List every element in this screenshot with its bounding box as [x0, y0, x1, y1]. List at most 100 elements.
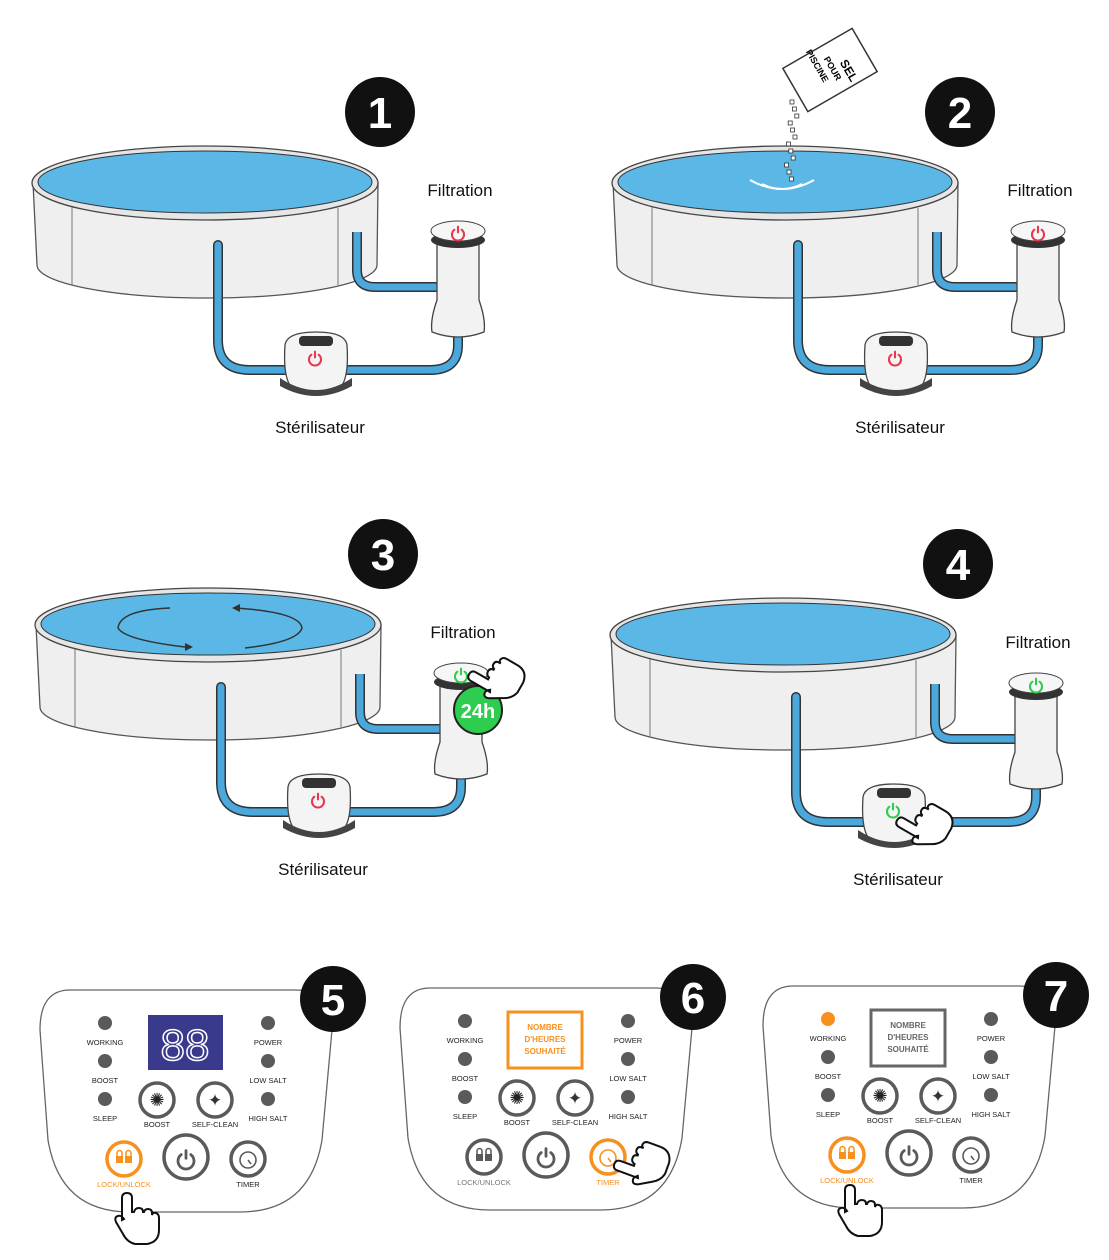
pointing-hand-icon — [114, 1191, 160, 1245]
timer-icon — [962, 1147, 980, 1165]
self-clean-button[interactable]: ✦ — [919, 1077, 957, 1115]
sterilizer-label: Stérilisateur — [275, 418, 365, 437]
boost-button[interactable]: ✺ — [138, 1081, 176, 1119]
low-salt-label: LOW SALT — [609, 1074, 647, 1083]
step-number: 5 — [321, 976, 345, 1025]
power-icon — [176, 1149, 196, 1171]
high-salt-led — [984, 1088, 998, 1102]
high-salt-label: HIGH SALT — [608, 1112, 647, 1121]
display-text: NOMBRE — [527, 1023, 563, 1032]
pool-water — [40, 592, 376, 656]
self-clean-button[interactable]: ✦ — [196, 1081, 234, 1119]
lock-icon — [485, 1154, 492, 1161]
salt-grain — [790, 127, 795, 133]
hose — [356, 674, 443, 733]
pool-water — [37, 150, 373, 214]
hose — [933, 232, 1020, 291]
fan-icon: ✺ — [509, 1088, 524, 1108]
pool-water — [615, 602, 951, 666]
step-number-badge: 5 — [300, 966, 366, 1032]
sterilizer — [280, 331, 352, 396]
power-icon — [536, 1147, 556, 1169]
filter-pump — [1008, 672, 1064, 790]
hose — [792, 693, 867, 826]
hose — [345, 325, 462, 374]
digital-display — [148, 1015, 223, 1070]
boost-led-led — [98, 1054, 112, 1068]
power-led — [621, 1014, 635, 1028]
sparkle-icon: ✦ — [208, 1091, 222, 1110]
display-text: D'HEURES — [524, 1035, 566, 1044]
salt-grain — [789, 176, 794, 182]
power-btn-button[interactable] — [885, 1129, 933, 1177]
high-salt-label: HIGH SALT — [248, 1114, 287, 1123]
boost-label: BOOST — [504, 1118, 531, 1127]
lock-button[interactable] — [105, 1140, 143, 1178]
sparkle-icon: ✦ — [568, 1089, 582, 1108]
filter-pump — [1010, 220, 1066, 338]
boost-led-label: BOOST — [452, 1074, 479, 1083]
power-led — [261, 1016, 275, 1030]
filter-power-icon — [453, 667, 469, 684]
filter-label: Filtration — [427, 181, 492, 200]
lock-button[interactable] — [828, 1136, 866, 1174]
sterilizer-power-icon — [887, 350, 903, 367]
step-number-badge: 2 — [925, 77, 995, 147]
boost-led-led — [458, 1052, 472, 1066]
boost-button[interactable]: ✺ — [861, 1077, 899, 1115]
step-number: 2 — [948, 89, 972, 138]
sterilizer-label: Stérilisateur — [855, 418, 945, 437]
timer-label: TIMER — [596, 1178, 620, 1187]
step-number-badge: 3 — [348, 519, 418, 589]
salt-grain — [794, 113, 800, 119]
self-clean-label: SELF-CLEAN — [192, 1120, 238, 1129]
sterilizer-display — [877, 788, 911, 798]
boost-led-label: BOOST — [92, 1076, 119, 1085]
salt-grain — [792, 134, 798, 140]
lock-icon — [848, 1152, 855, 1159]
circulation-arrow — [234, 607, 303, 649]
timer-label: TIMER — [236, 1180, 260, 1189]
lock-button[interactable] — [465, 1138, 503, 1176]
lock-label: LOCK/UNLOCK — [97, 1180, 151, 1189]
low-salt-led — [261, 1054, 275, 1068]
filter-power-icon — [1028, 677, 1044, 694]
power-btn-button[interactable] — [522, 1131, 570, 1179]
self-clean-button[interactable]: ✦ — [556, 1079, 594, 1117]
timer-button[interactable] — [952, 1136, 990, 1174]
sterilizer-display — [302, 778, 336, 788]
boost-led-label: BOOST — [815, 1072, 842, 1081]
boost-led-led — [821, 1050, 835, 1064]
display-digits: 88 — [161, 1021, 210, 1070]
boost-button[interactable]: ✺ — [498, 1079, 536, 1117]
sleep-label: SLEEP — [93, 1114, 117, 1123]
pointing-hand-icon — [895, 802, 954, 846]
step-number: 1 — [368, 89, 392, 138]
high-salt-led — [261, 1092, 275, 1106]
pool — [31, 145, 379, 299]
pool-water — [617, 150, 953, 214]
working-label: WORKING — [447, 1036, 484, 1045]
salt-grain — [788, 148, 794, 154]
timer-icon — [599, 1149, 617, 1167]
arrow-head-icon — [232, 604, 240, 612]
timer-button[interactable] — [229, 1140, 267, 1178]
hose — [931, 684, 1018, 743]
sterilizer-power-icon — [310, 792, 326, 809]
low-salt-led — [984, 1050, 998, 1064]
salt-grain — [786, 141, 791, 147]
fan-icon: ✺ — [872, 1086, 887, 1106]
hose — [217, 683, 292, 816]
circulation-arrow — [117, 607, 186, 648]
pool — [34, 587, 382, 741]
sterilizer-display — [879, 336, 913, 346]
display-text: D'HEURES — [887, 1033, 929, 1042]
display-text: NOMBRE — [890, 1021, 926, 1030]
sleep-label: SLEEP — [453, 1112, 477, 1121]
power-btn-button[interactable] — [162, 1133, 210, 1181]
